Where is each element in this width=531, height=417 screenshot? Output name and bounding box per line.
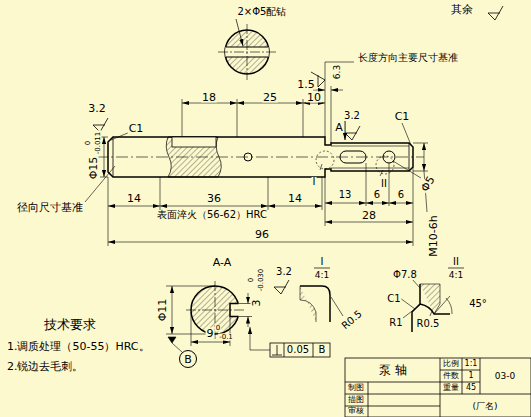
drawing-label: 描图 [347,396,365,404]
drawing-label: 2.锐边去毛刺。 [6,361,85,372]
drawing-label: 3.2 [275,267,293,277]
drawing-label: C1 [386,294,401,304]
drawing-label: 14 [126,193,142,204]
drawing-label: 45 [465,384,477,392]
drawing-label: 其余 [450,4,474,15]
drawing-label: A [334,122,344,133]
drawing-label: R0.5 [416,319,441,329]
drawing-label: 1 [467,372,474,380]
drawing-label: Φ5 [419,174,437,195]
drawing-label: 3.2 [343,111,361,121]
drawing-label: Φ15 [88,156,99,181]
drawing-label: 45° [468,299,488,309]
drawing-label: 18 [201,92,217,103]
drawing-label: 96 [254,229,270,240]
drawing-label: R1 [388,318,403,328]
drawing-label: C1 [394,111,411,122]
drawing-label: 9 [206,328,215,339]
drawing-label: -0.011 [95,131,102,156]
drawing-label: 审核 [347,407,365,415]
drawing-label: 6 [397,190,405,200]
detail-i [300,268,343,322]
roughness-symbol [93,6,503,294]
drawing-label: A-A [212,257,233,268]
drawing-label: 13 [338,190,353,200]
drawing-label: 36 [206,193,222,204]
drawing-label: I [312,177,317,187]
drawing-label: B [318,345,327,355]
drawing-label: Φ11 [157,298,168,323]
drawing-label: 3 [251,299,262,308]
drawing-label: -0.030 [258,268,265,293]
drawing-label: 14 [287,193,303,204]
drawing-label: (厂名) [471,402,498,411]
drawing-label: 03-0 [494,372,516,381]
drawing-label: I [320,257,325,267]
drawing-label: 件数 [442,372,460,380]
drawing-label: 4:1 [314,271,330,280]
drawing-label: 1.调质处理（50-55）HRC。 [6,341,151,352]
drawing-label: 6.3 [333,64,342,80]
drawing-label: 10 [306,92,322,103]
drawing-label: 径向尺寸基准 [16,202,84,213]
drawing-label: 4:1 [448,271,464,280]
drawing-label: Φ7.8 [392,270,418,280]
drawing-label: II [452,257,460,267]
datum-letter: B [184,354,192,365]
drawing-label: C1 [128,123,145,134]
drawing-label: 0 [85,140,92,146]
drawing-label: 长度方向主要尺寸基准 [357,53,459,63]
drawing-label: 28 [361,210,377,221]
drawing-label: 泵 轴 [378,364,408,376]
datum-circle: B [179,350,197,368]
title-block [345,358,531,417]
drawing-label: 表面淬火（56-62）HRC [156,210,268,220]
drawing-label: 1.5 [296,79,316,90]
drawing-label: II [380,179,388,189]
drawing-label: 比例 [442,360,460,368]
dimension-lines [85,62,428,246]
hole-section [218,19,276,80]
drawing-label: 0 [215,325,221,332]
drawing-label: 技术要求 [43,318,97,331]
section-a-a [166,281,330,357]
drawing-label: 0.05 [286,345,310,355]
drawing-label: 6 [373,190,381,200]
drawing-label: 3.2 [87,103,107,114]
drawing-label: 重量 [442,384,460,392]
shaft [96,137,424,177]
drawing-label: M10-6h [428,214,439,257]
drawing-label: 25 [262,92,278,103]
drawing-label: 0 [248,277,255,283]
drawing-label: 1:1 [464,360,479,368]
drawing-label: 制图 [347,384,365,392]
drawing-label: -0.1 [218,334,234,341]
drawing-label: R0.5 [339,308,364,332]
drawing-label: 2×Φ5配钻 [237,7,288,17]
